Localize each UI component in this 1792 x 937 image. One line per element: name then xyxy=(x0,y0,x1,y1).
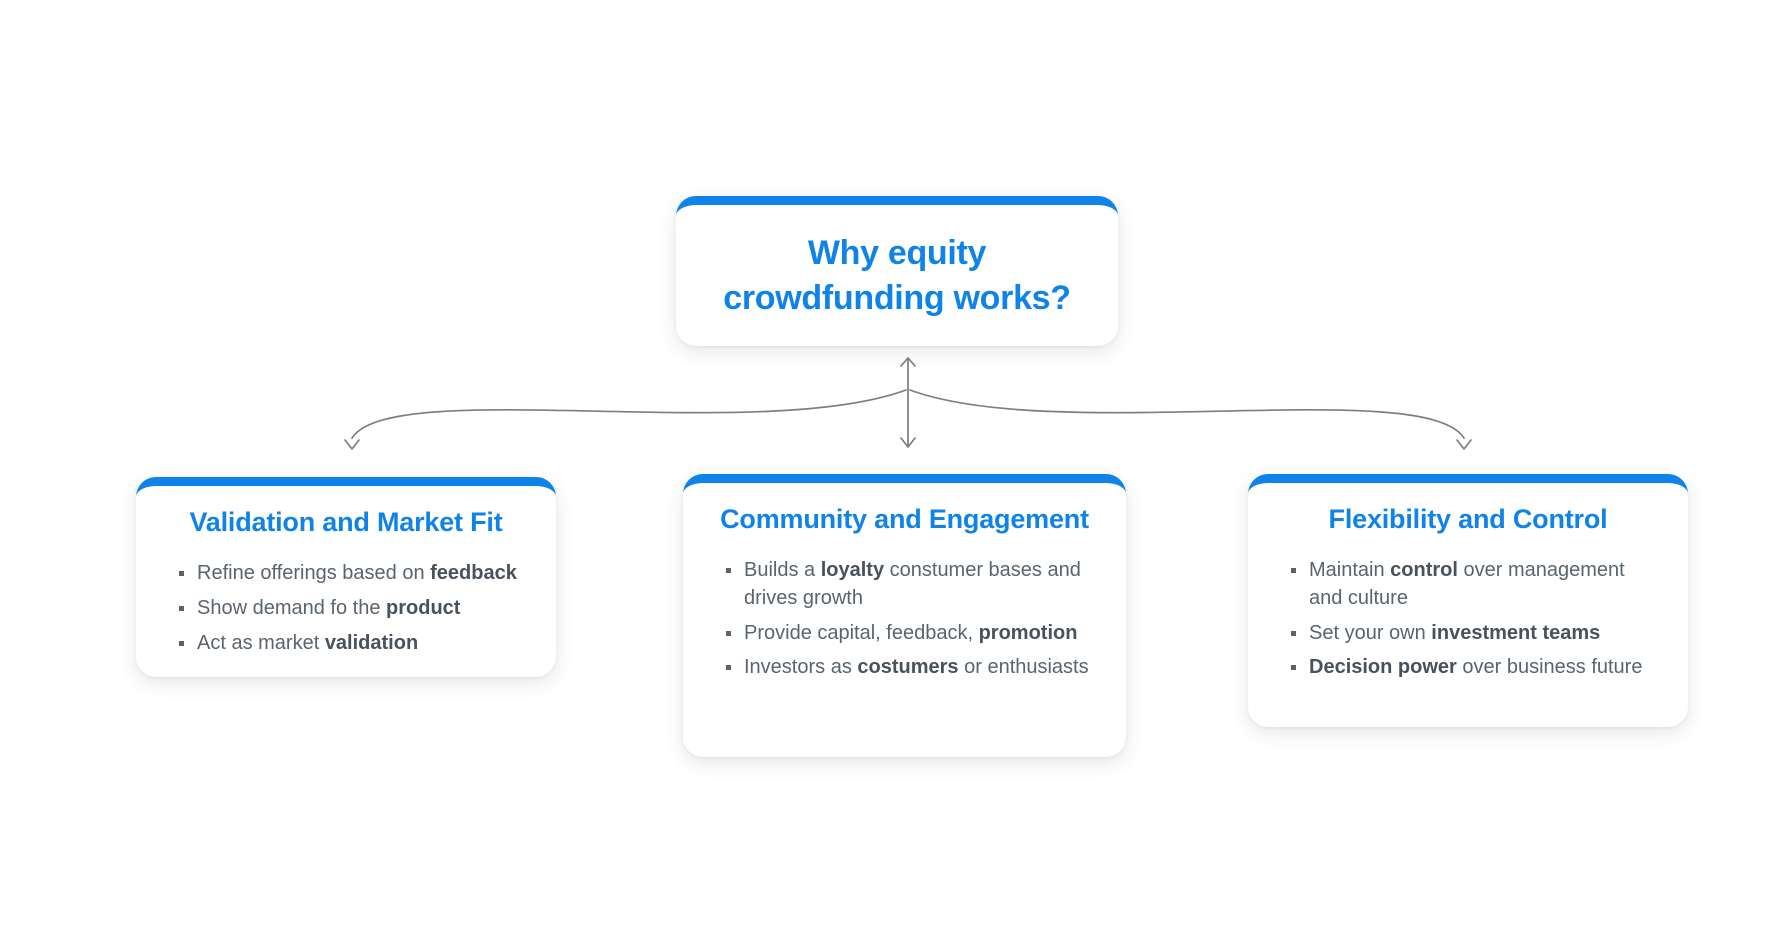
branch-node-flexibility: Flexibility and Control Maintain control… xyxy=(1248,474,1688,727)
arrow-down-right xyxy=(1456,439,1472,450)
arrow-down-center xyxy=(900,437,916,448)
bullet-item: Builds a loyalty constumer bases and dri… xyxy=(725,557,1092,612)
bullet-text-bold: Decision power xyxy=(1309,656,1457,679)
bullet-text: Refine offerings based on xyxy=(197,562,431,585)
root-node: Why equity crowdfunding works? xyxy=(676,196,1118,346)
bullet-item: Maintain control over management and cul… xyxy=(1290,557,1654,612)
bullet-text: or enthusiasts xyxy=(958,656,1089,679)
bullet-text: over management and culture xyxy=(1309,559,1625,609)
bullet-list: Refine offerings based on feedback Show … xyxy=(178,560,522,657)
branch-title: Flexibility and Control xyxy=(1328,504,1608,534)
bullet-text: over business future xyxy=(1456,656,1643,679)
bullet-text-bold: control xyxy=(1390,559,1458,582)
root-title: Why equity crowdfunding works? xyxy=(723,234,1071,317)
bullet-text: Provide capital, feedback, xyxy=(744,621,979,644)
branch-node-community: Community and Engagement Builds a loyalt… xyxy=(683,474,1126,757)
arrow-up-to-root xyxy=(900,357,916,367)
branch-title: Validation and Market Fit xyxy=(189,507,503,537)
bullet-item: Provide capital, feedback, promotion xyxy=(725,620,1092,648)
bullet-text-bold: product xyxy=(386,596,461,619)
bullet-text-bold: investment teams xyxy=(1431,621,1601,644)
bullet-text-bold: loyalty xyxy=(820,559,885,582)
branch-title: Community and Engagement xyxy=(720,504,1089,534)
bullet-text: Maintain xyxy=(1309,559,1391,582)
bullet-text-bold: validation xyxy=(324,631,419,654)
bullet-item: Decision power over business future xyxy=(1290,654,1654,682)
bullet-text: Set your own xyxy=(1309,621,1432,644)
bullet-list: Builds a loyalty constumer bases and dri… xyxy=(725,557,1092,681)
bullet-item: Investors as costumers or enthusiasts xyxy=(725,654,1092,682)
bullet-text-bold: feedback xyxy=(430,562,517,585)
bullet-text-bold: costumers xyxy=(857,656,959,679)
bullet-text: Act as market xyxy=(197,631,325,654)
bullet-item: Show demand fo the product xyxy=(178,595,522,623)
bullet-item: Act as market validation xyxy=(178,630,522,658)
bullet-text: Investors as xyxy=(744,656,858,679)
branch-node-validation: Validation and Market Fit Refine offerin… xyxy=(136,477,556,677)
arrow-down-left xyxy=(344,439,360,450)
bullet-text: Show demand fo the xyxy=(197,596,387,619)
bullet-item: Set your own investment teams xyxy=(1290,620,1654,648)
connector-left-curve xyxy=(351,389,907,439)
bullet-text: constumer bases and drives growth xyxy=(744,559,1081,609)
bullet-item: Refine offerings based on feedback xyxy=(178,560,522,588)
bullet-text-bold: promotion xyxy=(978,621,1078,644)
bullet-list: Maintain control over management and cul… xyxy=(1290,557,1654,681)
connector-right-curve xyxy=(909,389,1465,439)
bullet-text: Builds a xyxy=(744,559,821,582)
